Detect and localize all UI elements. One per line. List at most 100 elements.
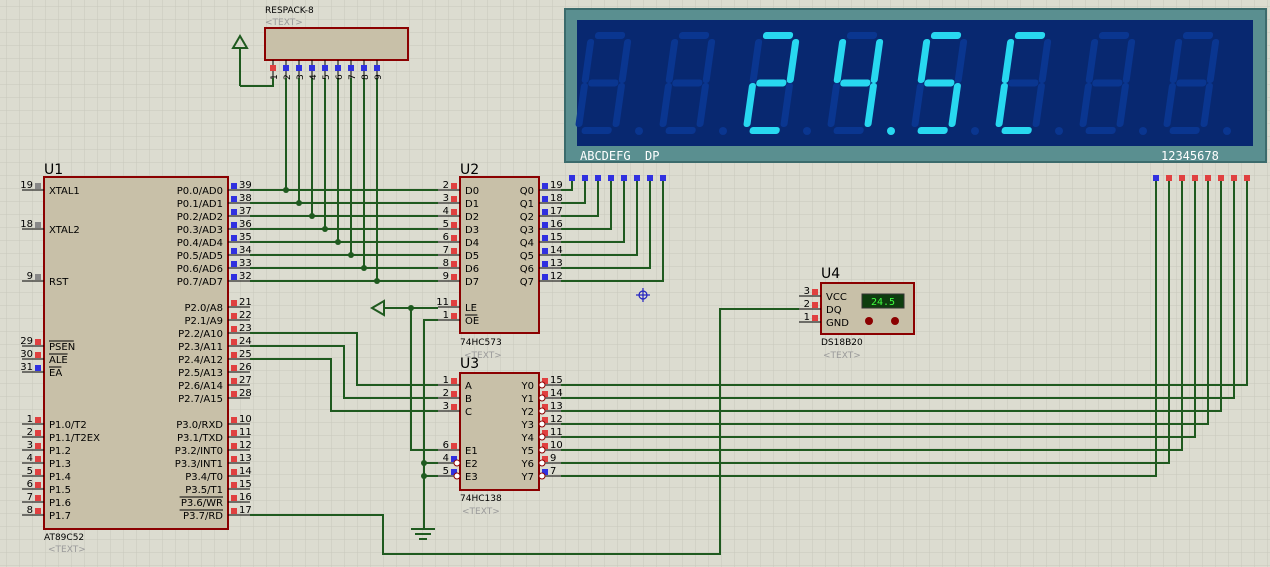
pin-a[interactable]: 1A [438,375,472,392]
display-digit-pin[interactable] [1231,175,1237,181]
pin-y6[interactable]: 9Y6 [521,453,561,470]
display-digit-pin[interactable] [1218,175,1224,181]
u3-body[interactable] [459,372,540,491]
seven-segment-display[interactable]: ABCDEFG DP 12345678 [564,8,1267,181]
pin-e2[interactable]: 4E2 [438,453,478,470]
respack-pin-1[interactable]: 1 [270,60,280,80]
display-seg-pin[interactable] [569,175,575,181]
display-seg-pin[interactable] [582,175,588,181]
pin-e1[interactable]: 6E1 [438,440,478,457]
respack-pin-2[interactable]: 2 [283,60,293,80]
u4-button-up-icon[interactable] [891,317,899,325]
pin-oe[interactable]: 1OE [438,310,479,327]
display-seg-pin[interactable] [621,175,627,181]
display-seg-pin[interactable] [608,175,614,181]
display-seg-pin[interactable] [634,175,640,181]
display-digit-pin[interactable] [1166,175,1172,181]
display-digit-pin[interactable] [1153,175,1159,181]
u3-decoder[interactable]: U3 74HC138 <TEXT> 1A2B3C6E14E25E315Y014Y… [438,356,563,517]
pin-p1_1[interactable]: 2P1.1/T2EX [22,427,100,444]
pin-d0[interactable]: 2D0 [438,180,479,197]
respack-body[interactable] [264,27,409,61]
display-digit-pin[interactable] [1205,175,1211,181]
respack-pin-3[interactable]: 3 [296,60,306,80]
pin-p1_6[interactable]: 7P1.6 [22,492,71,509]
respack-pin-7[interactable]: 7 [348,60,358,80]
u4-button-down-icon[interactable] [865,317,873,325]
pin-dq[interactable]: 2DQ [799,299,842,316]
pin-p1_4[interactable]: 5P1.4 [22,466,71,483]
pin-d5[interactable]: 7D5 [438,245,479,262]
pin-p1_3[interactable]: 4P1.3 [22,453,71,470]
display-seg-pin[interactable] [660,175,666,181]
display-digit-pin[interactable] [1179,175,1185,181]
pin-c[interactable]: 3C [438,401,472,418]
pin-b[interactable]: 2B [438,388,472,405]
respack-pin-5[interactable]: 5 [322,60,332,80]
pin-e3[interactable]: 5E3 [438,466,478,483]
pin-d7[interactable]: 9D7 [438,271,479,288]
pin-d2[interactable]: 4D2 [438,206,479,223]
u1-body[interactable] [43,176,229,530]
u2-body[interactable] [459,176,540,334]
pin-d6[interactable]: 8D6 [438,258,479,275]
pin-d3[interactable]: 5D3 [438,219,479,236]
pin-d4[interactable]: 6D4 [438,232,479,249]
respack-pin-9[interactable]: 9 [374,60,384,80]
respack-pin-4[interactable]: 4 [309,60,319,80]
display-seg-pin[interactable] [595,175,601,181]
display-digit-pin[interactable] [1192,175,1198,181]
respack-pin-8[interactable]: 8 [361,60,371,80]
respack-pin-6[interactable]: 6 [335,60,345,80]
display-seg-pin[interactable] [647,175,653,181]
pin-y7[interactable]: 7Y7 [521,466,561,483]
